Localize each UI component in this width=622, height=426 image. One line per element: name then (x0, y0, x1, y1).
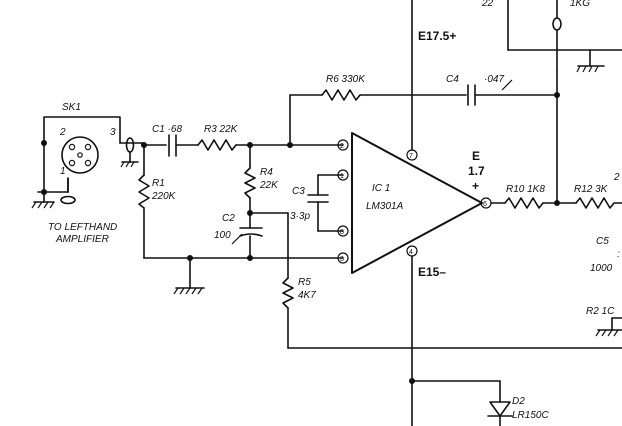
feedback-network: R4 22K C2 100 R5 4K7 (214, 144, 622, 349)
r12-label: R12 3K (574, 184, 609, 195)
input-network: C1 ·68 R3 22K R1 220K (138, 124, 344, 295)
r1-value-label: 220K (151, 191, 177, 202)
negative-rail-label: E15– (418, 265, 446, 279)
c2-value-label: 100 (214, 230, 231, 241)
ic1-pin4: 4 (409, 249, 413, 256)
c3-ref-label: C3 (292, 186, 305, 197)
ic1-pin6: 6 (483, 201, 487, 208)
r4-value-label: 22K (259, 180, 279, 191)
sk1-connector: SK1 2 3 1 TO LEFTHAND (31, 102, 145, 245)
ic1-pin8: 8 (340, 229, 344, 236)
top-partial-left-label: 22 (481, 0, 494, 9)
c1-label: C1 ·68 (152, 124, 182, 135)
c5-ref-label: C5 (596, 236, 609, 247)
r12-edge-fragment: 2 (613, 172, 620, 183)
c4-ref-label: C4 (446, 74, 459, 85)
r5-ref-label: R5 (298, 277, 311, 288)
ic1-pin1: 1 (340, 173, 344, 180)
sk1-label: SK1 (62, 102, 81, 113)
top-partial-right-label: 1KG (570, 0, 590, 9)
output-voltage-line3: + (472, 179, 479, 193)
sk1-note-line2: AMPLIFIER (55, 234, 109, 245)
r10-label: R10 1K8 (506, 184, 545, 195)
r2-label: R2 1C (586, 306, 615, 317)
sk1-pin1-label: 1 (60, 166, 66, 177)
c3-compensation: C3 3·3p (290, 174, 344, 232)
positive-rail-label: E17.5+ (418, 29, 456, 43)
c5-value-label: 1000 (590, 263, 613, 274)
ic1-pin3: 3 (340, 256, 344, 263)
ic1-pin7: 7 (409, 153, 413, 160)
sk1-note-line1: TO LEFTHAND (48, 222, 117, 233)
r5-value-label: 4K7 (298, 290, 316, 301)
output-voltage-line2: 1.7 (468, 164, 485, 178)
ic1-opamp: IC 1 LM301A 2 1 8 3 7 4 6 (337, 132, 492, 274)
c3-value-label: 3·3p (290, 211, 310, 222)
c5-edge-fragment: : (617, 249, 620, 260)
d2-value-label: LR150C (512, 410, 549, 421)
r6-label: R6 330K (326, 74, 366, 85)
r4-ref-label: R4 (260, 167, 273, 178)
ic1-ref-label: IC 1 (372, 183, 390, 194)
sk1-pin3-label: 3 (110, 127, 116, 138)
ic1-part-label: LM301A (366, 201, 404, 212)
output-voltage-line1: E (472, 149, 480, 163)
r1-ref-label: R1 (152, 178, 165, 189)
r3-label: R3 22K (204, 124, 239, 135)
c4-value-label: ·047 (484, 74, 504, 85)
sk1-pin2-label: 2 (59, 127, 66, 138)
supply-rails: E17.5+ E15– D2 LR150C (409, 0, 549, 426)
output-network: E 1.7 + R10 1K8 R12 3K 2 R6 330K C4 ·047… (289, 0, 622, 337)
c2-ref-label: C2 (222, 213, 235, 224)
d2-ref-label: D2 (512, 396, 525, 407)
ic1-pin2: 2 (340, 143, 344, 150)
